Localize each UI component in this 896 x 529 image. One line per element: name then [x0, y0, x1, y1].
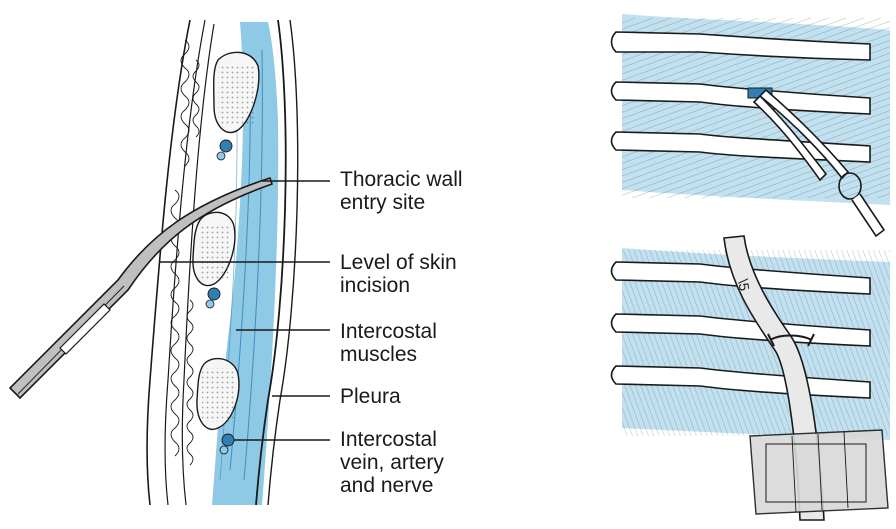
tube-placement-panel: \5 [612, 236, 891, 520]
label-thoracic-wall-entry-site: Thoracic wall entry site [340, 168, 463, 214]
label-pleura: Pleura [340, 385, 401, 408]
chest-wall-cross-section [10, 20, 330, 505]
rib [193, 212, 235, 285]
label-level-of-skin-incision: Level of skin incision [340, 251, 457, 297]
label-intercostal-vein-artery-nerve: Intercostal vein, artery and nerve [340, 428, 444, 497]
label-intercostal-muscles: Intercostal muscles [340, 320, 437, 366]
rib [197, 359, 239, 430]
dissection-panel [612, 14, 891, 236]
rib [214, 52, 259, 132]
dressing [750, 430, 888, 514]
